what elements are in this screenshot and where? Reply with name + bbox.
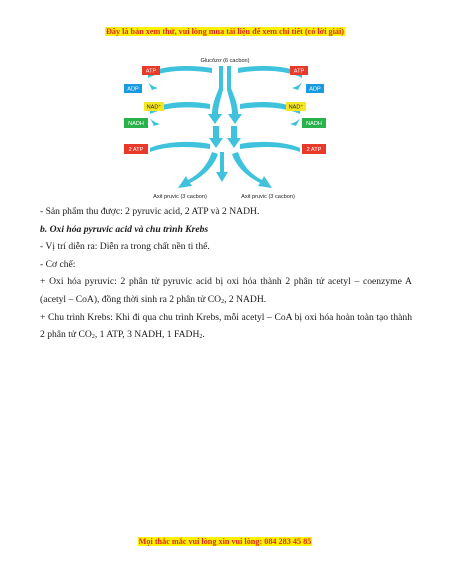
products-line: - Sản phẩm thu được: 2 pyruvic acid, 2 A… [40, 206, 260, 217]
arrow-nad-right [240, 102, 300, 114]
nadh-box-right [302, 118, 326, 128]
glucose-label: Glucôzơ (6 cacbon) [200, 58, 249, 64]
arrow-head-adp-right [292, 78, 304, 90]
mechanism-line: - Cơ chế: [40, 258, 76, 270]
nad-box-left [144, 102, 164, 111]
adp-box-right [306, 84, 324, 93]
arrow-center-left-1 [208, 66, 223, 124]
arrow-nad-left [150, 102, 210, 114]
nad-box-right [286, 102, 306, 111]
nadh-label-left: NADH [128, 121, 144, 127]
arrow-center-right-2 [227, 126, 241, 148]
nad-label-right: NAD⁺ [289, 104, 304, 111]
document-body: - Sản phẩm thu được: 2 pyruvic acid, 2 A… [40, 203, 412, 344]
preview-notice-text: Đây là bản xem thử, vui lòng mua tài liệ… [104, 27, 345, 36]
two-atp-box-right [302, 144, 326, 154]
two-atp-box-left [124, 144, 148, 154]
atp-box-left [142, 66, 160, 75]
arrow-pyruvic-right [232, 152, 272, 188]
two-atp-label-left: 2 ATP [129, 147, 144, 153]
arrow-head-nadh-right [290, 114, 302, 126]
arrow-2atp-right [240, 141, 300, 152]
atp-label-right: ATP [294, 69, 305, 75]
nadh-label-right: NADH [306, 121, 322, 127]
arrow-pyruvic-left [178, 152, 218, 188]
adp-box-left [124, 84, 142, 93]
glycolysis-diagram: Glucôzơ (6 cacbon) ATP ADP NAD⁺ NADH 2 A… [124, 58, 326, 200]
contact-banner: Mọi thắc mắc vui lòng xin vui lòng: 084 … [0, 537, 450, 546]
nad-label-left: NAD⁺ [147, 104, 162, 111]
atp-box-right [290, 66, 308, 75]
adp-label-left: ADP [127, 87, 139, 93]
arrow-head-nadh-left [148, 114, 160, 126]
contact-text: Mọi thắc mắc vui lòng xin vui lòng: 084 … [137, 537, 313, 546]
section-heading: b. Oxi hóa pyruvic acid và chu trình Kre… [40, 223, 209, 235]
two-atp-label-right: 2 ATP [307, 147, 322, 153]
pyruvate-oxidation-paragraph: + Oxi hóa pyruvic: 2 phân tử pyruvic aci… [40, 276, 412, 305]
adp-label-right: ADP [309, 87, 321, 93]
arrow-atp-right [238, 66, 302, 78]
krebs-cycle-paragraph: + Chu trình Krebs: Khi đi qua chu trình … [40, 311, 412, 341]
location-line: - Vị trí diễn ra: Diễn ra trong chất nền… [40, 241, 210, 253]
arrow-head-adp-left [146, 78, 158, 90]
pyruvic-label-right: Axit pruvic (3 cacbon) [241, 194, 295, 200]
arrow-center-left-2 [209, 126, 223, 148]
arrow-atp-left [148, 66, 212, 78]
arrow-pyruvic-center [216, 152, 228, 182]
preview-notice-banner: Đây là bản xem thử, vui lòng mua tài liệ… [0, 27, 450, 36]
arrow-center-right-1 [227, 66, 242, 124]
atp-label-left: ATP [146, 69, 157, 75]
arrow-2atp-left [150, 141, 210, 152]
pyruvic-label-left: Axit pruvic (3 cacbon) [153, 194, 207, 200]
nadh-box-left [124, 118, 148, 128]
